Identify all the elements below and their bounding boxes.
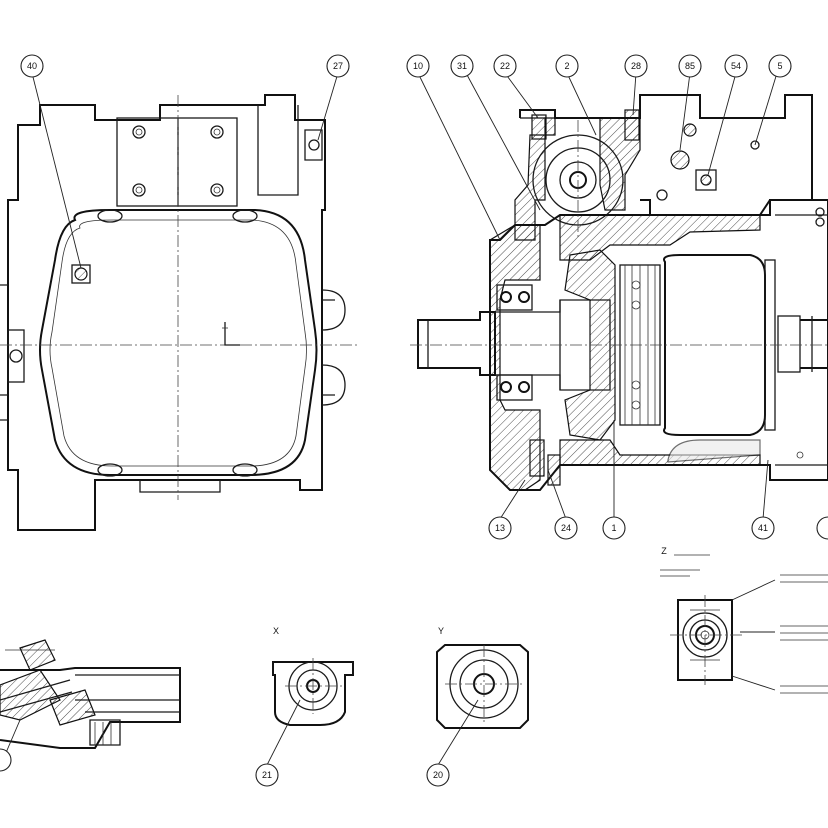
svg-text:28: 28 [631, 61, 641, 71]
svg-text:40: 40 [27, 61, 37, 71]
balloon-54: 54 [724, 54, 748, 78]
view-z: Z [660, 546, 828, 694]
view-x: X [272, 626, 354, 726]
svg-text:2: 2 [564, 61, 569, 71]
balloon-41: 41 [751, 516, 775, 540]
balloon-10: 10 [406, 54, 430, 78]
svg-text:41: 41 [758, 523, 768, 533]
balloon-24: 24 [554, 516, 578, 540]
view-x-label: X [273, 626, 279, 636]
balloon-85: 85 [678, 54, 702, 78]
balloon-22: 22 [493, 54, 517, 78]
balloon-1: 1 [602, 516, 626, 540]
balloon-28: 28 [624, 54, 648, 78]
leader-lines [4, 72, 778, 766]
balloon-21: 21 [255, 763, 279, 787]
svg-text:31: 31 [457, 61, 467, 71]
view-y: Y [436, 626, 529, 729]
balloon-group: 40 27 10 31 22 2 28 85 54 5 13 24 1 41 2… [0, 54, 828, 787]
svg-text:13: 13 [495, 523, 505, 533]
svg-text:54: 54 [731, 61, 741, 71]
balloon-13: 13 [488, 516, 512, 540]
balloon-2: 2 [555, 54, 579, 78]
svg-text:20: 20 [433, 770, 443, 780]
svg-text:22: 22 [500, 61, 510, 71]
balloon-40: 40 [20, 54, 44, 78]
svg-text:24: 24 [561, 523, 571, 533]
balloon-5: 5 [768, 54, 792, 78]
svg-text:27: 27 [333, 61, 343, 71]
view-y-label: Y [438, 626, 444, 636]
svg-text:10: 10 [413, 61, 423, 71]
view-z-label: Z [661, 546, 667, 556]
section-view [410, 94, 828, 491]
svg-text:5: 5 [777, 61, 782, 71]
balloon-27: 27 [326, 54, 350, 78]
svg-text:85: 85 [685, 61, 695, 71]
svg-text:1: 1 [611, 523, 616, 533]
front-view [0, 94, 360, 531]
detail-section-view [0, 639, 181, 749]
svg-text:21: 21 [262, 770, 272, 780]
balloon-20: 20 [426, 763, 450, 787]
balloon-31: 31 [450, 54, 474, 78]
